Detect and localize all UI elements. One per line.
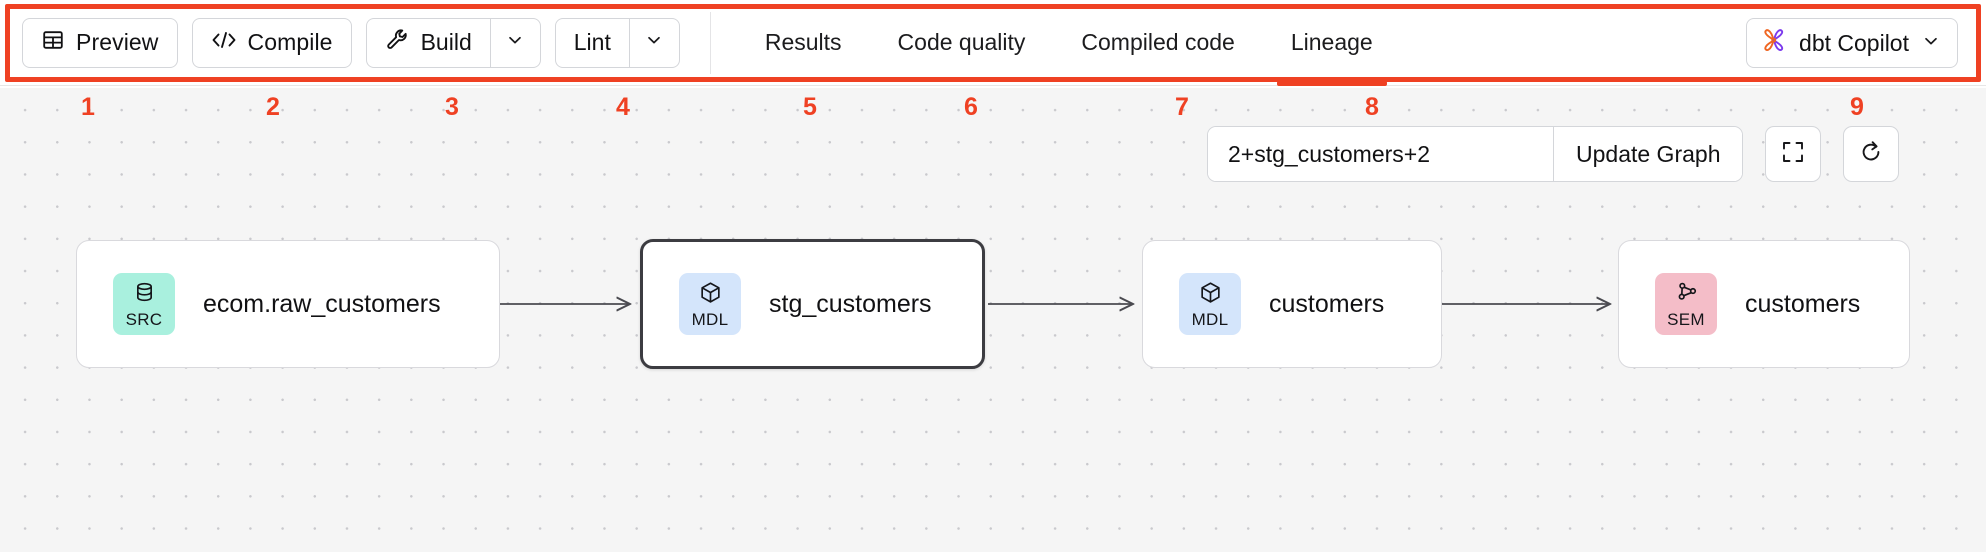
- lineage-node-customers_model[interactable]: MDL customers: [1142, 240, 1442, 368]
- node-badge-text: SRC: [125, 310, 163, 329]
- node-badge-text: SEM: [1667, 310, 1705, 329]
- build-button-group: Build: [365, 17, 541, 68]
- tab-compiled-code[interactable]: Compiled code: [1053, 0, 1262, 86]
- chevron-down-icon: [1921, 30, 1941, 57]
- preview-button[interactable]: Preview: [22, 17, 178, 68]
- node-badge-src: SRC: [113, 273, 175, 335]
- lint-button-group: Lint: [554, 17, 680, 68]
- database-icon: [132, 280, 157, 310]
- node-label: customers: [1745, 289, 1861, 318]
- node-badge-sem: SEM: [1655, 273, 1717, 335]
- node-label: ecom.raw_customers: [203, 289, 441, 318]
- tab-code-quality-label: Code quality: [897, 29, 1026, 55]
- lint-dropdown-toggle[interactable]: [628, 18, 679, 67]
- tab-bar: Results Code quality Compiled code Linea…: [737, 0, 1401, 86]
- preview-label: Preview: [76, 29, 159, 55]
- lineage-node-raw_customers[interactable]: SRC ecom.raw_customers: [76, 240, 500, 368]
- node-label: customers: [1269, 289, 1385, 318]
- chevron-down-icon: [505, 30, 525, 55]
- fullscreen-button[interactable]: [1765, 126, 1822, 182]
- tab-code-quality[interactable]: Code quality: [870, 0, 1054, 86]
- toolbar: Preview Compile: [0, 0, 1986, 86]
- dbt-copilot-label: dbt Copilot: [1799, 29, 1909, 56]
- code-brackets-icon: [211, 29, 237, 57]
- wrench-icon: [385, 27, 410, 58]
- tab-results[interactable]: Results: [737, 0, 870, 86]
- lineage-canvas[interactable]: Update Graph: [0, 88, 1986, 552]
- compile-label: Compile: [247, 29, 333, 55]
- chevron-down-icon: [644, 30, 664, 55]
- tab-lineage[interactable]: Lineage: [1263, 0, 1401, 86]
- selector-search-box: Update Graph: [1207, 126, 1744, 182]
- table-icon: [41, 28, 65, 58]
- build-dropdown-toggle[interactable]: [489, 18, 540, 67]
- tab-compiled-code-label: Compiled code: [1081, 29, 1235, 55]
- node-badge-text: MDL: [691, 310, 729, 329]
- action-button-group: Preview Compile: [22, 17, 680, 68]
- lineage-node-stg_customers[interactable]: MDL stg_customers: [640, 239, 985, 369]
- node-badge-mdl: MDL: [679, 273, 741, 335]
- node-badge-text: MDL: [1191, 310, 1229, 329]
- lineage-node-customers_semantic[interactable]: SEM customers: [1618, 240, 1910, 368]
- semantic-graph-icon: [1674, 280, 1699, 310]
- tab-lineage-label: Lineage: [1290, 29, 1373, 55]
- lint-label: Lint: [573, 29, 611, 55]
- build-button[interactable]: Build: [367, 19, 490, 67]
- tab-results-label: Results: [764, 29, 842, 55]
- lint-button[interactable]: Lint: [556, 19, 629, 67]
- cube-icon: [698, 280, 723, 310]
- node-badge-mdl: MDL: [1179, 273, 1241, 335]
- dbt-selector-input[interactable]: [1208, 127, 1553, 181]
- node-label: stg_customers: [769, 289, 932, 318]
- update-graph-button[interactable]: Update Graph: [1553, 127, 1743, 181]
- lineage-edges: [500, 88, 1986, 552]
- refresh-icon: [1858, 139, 1884, 170]
- refresh-button[interactable]: [1843, 126, 1900, 182]
- cube-icon: [1198, 280, 1223, 310]
- dbt-copilot-button[interactable]: dbt Copilot: [1746, 18, 1958, 68]
- graph-controls: Update Graph: [1207, 126, 1900, 182]
- fullscreen-icon: [1780, 139, 1806, 170]
- toolbar-region: Preview Compile: [0, 0, 1986, 88]
- dbt-copilot-icon: [1761, 27, 1787, 59]
- compile-button[interactable]: Compile: [191, 17, 352, 68]
- toolbar-divider: [709, 11, 711, 74]
- build-label: Build: [420, 29, 472, 55]
